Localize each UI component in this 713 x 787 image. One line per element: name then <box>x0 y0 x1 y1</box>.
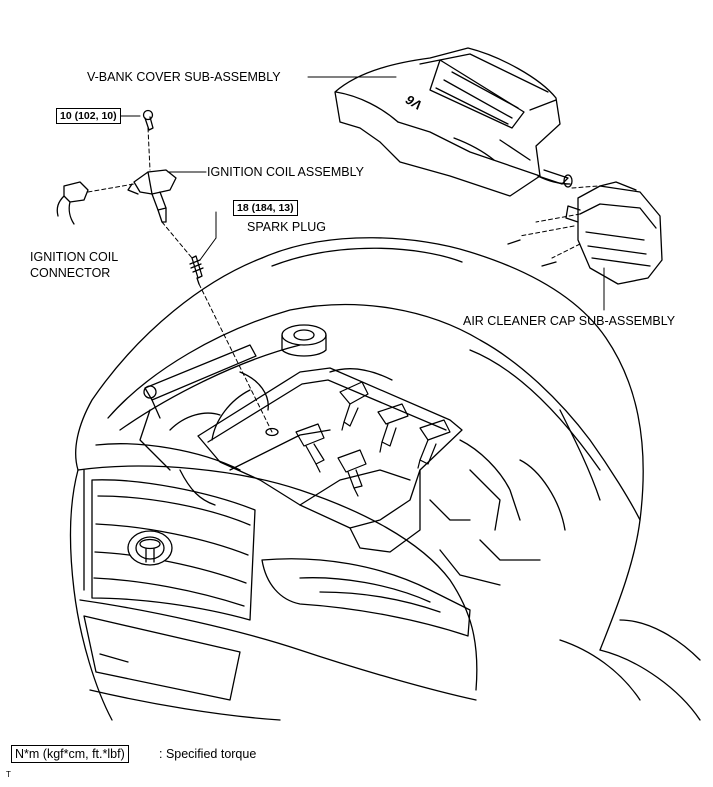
engine-components <box>143 324 566 586</box>
car-front <box>69 443 701 721</box>
vbank-cover <box>334 47 561 197</box>
installed-ignition-coils <box>295 381 451 497</box>
engine-bay-outline <box>107 303 641 521</box>
dashed-alignment-lines <box>87 127 599 433</box>
legend-unit-box: N*m (kgf*cm, ft.*lbf) <box>11 745 129 763</box>
legend-description: : Specified torque <box>159 747 257 761</box>
corner-mark: T <box>6 770 11 779</box>
ignition-coil-connector <box>56 181 89 225</box>
label-air-cleaner-cap: AIR CLEANER CAP SUB-ASSEMBLY <box>463 314 676 328</box>
label-spark-plug: SPARK PLUG <box>247 220 326 234</box>
torque-box-coil-bolt: 10 (102, 10) <box>56 108 121 124</box>
torque-box-spark-plug: 18 (184, 13) <box>233 200 298 216</box>
hood <box>75 237 644 651</box>
ignition-coil-exploded <box>127 169 177 223</box>
label-vbank-cover: V-BANK COVER SUB-ASSEMBLY <box>87 70 281 84</box>
spark-plug-exploded <box>189 255 204 285</box>
leader-lines <box>119 76 605 311</box>
label-ignition-coil-assembly: IGNITION COIL ASSEMBLY <box>207 165 364 179</box>
label-ignition-coil-connector-line2: CONNECTOR <box>30 266 111 280</box>
air-cleaner-cap <box>507 169 663 285</box>
label-ignition-coil-connector-line1: IGNITION COIL <box>30 250 119 264</box>
coil-bolt <box>142 109 154 131</box>
